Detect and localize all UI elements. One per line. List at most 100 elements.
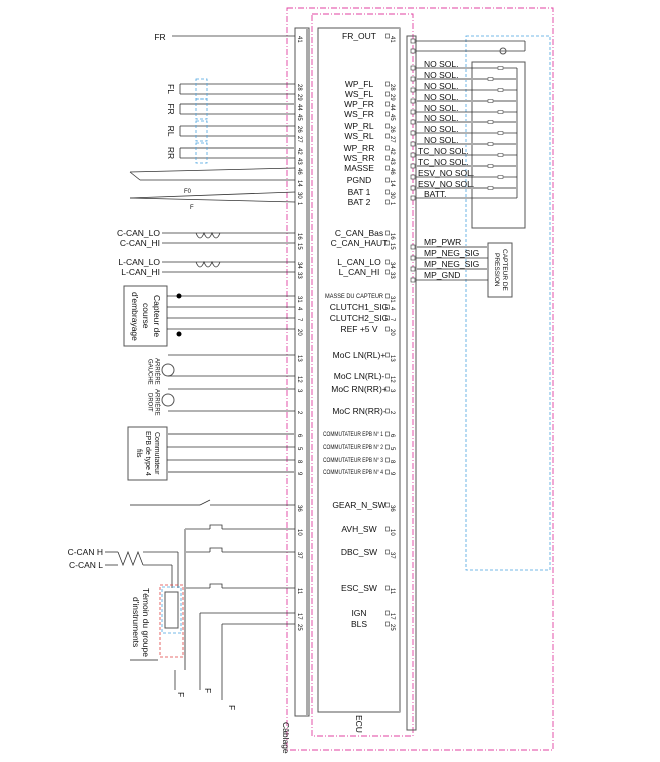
ecu-pin-number: 11 [389, 588, 395, 595]
ecu-pin-label: IGN [351, 608, 366, 618]
pin-square-icon [385, 177, 390, 183]
pin-square-icon [385, 469, 390, 475]
ecu-pin-label: BAT 1 [348, 187, 371, 197]
pin-square-icon [385, 33, 390, 39]
ecu-pin-number: 46 [389, 168, 395, 175]
ecu-pin-number: 4 [389, 307, 395, 311]
pin-square-icon [410, 76, 416, 82]
ecu-pin-label: WP_FL [345, 79, 374, 89]
harness-pin-number: 20 [296, 329, 302, 336]
hydraulic-unit-outline [465, 35, 551, 571]
harness-pin-number: 27 [296, 136, 302, 143]
pin-square-icon [385, 373, 390, 379]
ecu-pin-label: L_CAN_HI [339, 267, 380, 277]
pin-square-icon [410, 195, 416, 201]
pin-square-icon [410, 152, 416, 158]
ecu-pin-number: 12 [389, 376, 395, 383]
ecu-pin-label: AVH_SW [341, 524, 376, 534]
ecu-pin-label: MoC RN(RR)+ [331, 384, 387, 394]
junction-dot [176, 331, 182, 337]
ecu-pin-number: 1 [389, 202, 395, 206]
harness-pin-number: 33 [296, 272, 302, 279]
ecu-pin-number: 7 [389, 318, 395, 322]
pin-square-icon [410, 163, 416, 169]
harness-pin-number: 15 [296, 243, 302, 250]
solenoid-icon [497, 110, 504, 114]
pin-square-icon [385, 155, 390, 161]
pin-square-icon [385, 240, 390, 246]
pin-square-icon [385, 431, 390, 437]
ecu-pin-label: C_CAN_Bas [335, 228, 383, 238]
harness-pin-number: 17 [296, 613, 302, 620]
pin-square-icon [410, 98, 416, 104]
wire [129, 197, 296, 203]
harness-pin-number: 34 [296, 262, 302, 269]
harness-pin-number: 9 [296, 472, 302, 476]
valve-label: NO SOL. [424, 70, 458, 80]
ecu-pin-number: 42 [389, 148, 395, 155]
harness-pin-number: 8 [296, 460, 302, 464]
fuse-label: F [190, 205, 194, 211]
solenoid-icon [487, 142, 494, 146]
can-label: C-CAN_LO [117, 228, 160, 238]
harness-pin-number: 5 [296, 447, 302, 451]
ecu-pin-label: GEAR_N_SW [332, 500, 385, 510]
ecu-pin-number: 3 [389, 389, 395, 393]
ecu-pin-label: DBC_SW [341, 547, 377, 557]
harness-pin-number: 3 [296, 389, 302, 393]
pin-square-icon [385, 293, 390, 299]
junction-dot [176, 293, 182, 299]
harness-pin-number: 25 [296, 624, 302, 631]
pin-square-icon [410, 266, 416, 272]
ecu-pin-label: REF +5 V [340, 324, 377, 334]
shield-icon [195, 120, 208, 142]
harness-pin-number: 7 [296, 318, 302, 322]
ecu-pin-number: 9 [389, 472, 395, 476]
ecu-pin-label: BLS [351, 619, 367, 629]
shield-icon [195, 142, 208, 164]
pin-square-icon [410, 87, 416, 93]
pin-square-icon [410, 48, 416, 54]
harness-pin-number: 43 [296, 158, 302, 165]
ecu-pin-number: 2 [389, 411, 395, 415]
harness-pin-number: 31 [296, 296, 302, 303]
valve-label: BATT. [424, 189, 447, 199]
cluster-can-label: C-CAN H [68, 547, 103, 557]
pin-square-icon [385, 133, 390, 139]
pin-square-icon [410, 255, 416, 261]
valve-label: TC_NO SOL. [418, 146, 469, 156]
pin-square-icon [385, 326, 390, 332]
pin-square-icon [385, 199, 390, 205]
valve-label: ESV_NO SOL. [418, 168, 474, 178]
push-switch-icon [209, 524, 223, 529]
ecu-pin-number: 8 [389, 460, 395, 464]
pin-square-icon [385, 304, 390, 310]
pin-square-icon [385, 352, 390, 358]
epb-switch-label: Commutateur EPB de type 4 fils [135, 431, 160, 476]
pin-square-icon [385, 145, 390, 151]
pin-square-icon [385, 444, 390, 450]
fr-output-label: FR [154, 32, 165, 42]
ecu-pin-number: 36 [389, 505, 395, 512]
wheel-sensor-label: RL [166, 126, 176, 137]
ecu-pin-label: WS_RR [344, 153, 375, 163]
pressure-signal-label: MP_GND [424, 270, 460, 280]
pin-square-icon [410, 119, 416, 125]
pin-square-icon [385, 526, 390, 532]
harness-pin-number: 6 [296, 434, 302, 438]
wire [199, 499, 211, 506]
harness-pin-number: 1 [296, 202, 302, 206]
pin-square-icon [385, 549, 390, 555]
pin-square-icon [385, 621, 390, 627]
harness-label: Câblage [281, 722, 291, 754]
ecu-pin-label: COMMUTATEUR EPB N° 3 [323, 458, 384, 464]
harness-pin-number: 30 [296, 192, 302, 199]
lamp-icon [499, 47, 507, 55]
harness-pin-number: 37 [296, 552, 302, 559]
pin-square-icon [385, 259, 390, 265]
can-label: L-CAN_HI [121, 267, 160, 277]
valve-label: NO SOL. [424, 124, 458, 134]
valve-label: NO SOL. [424, 135, 458, 145]
pin-square-icon [385, 111, 390, 117]
